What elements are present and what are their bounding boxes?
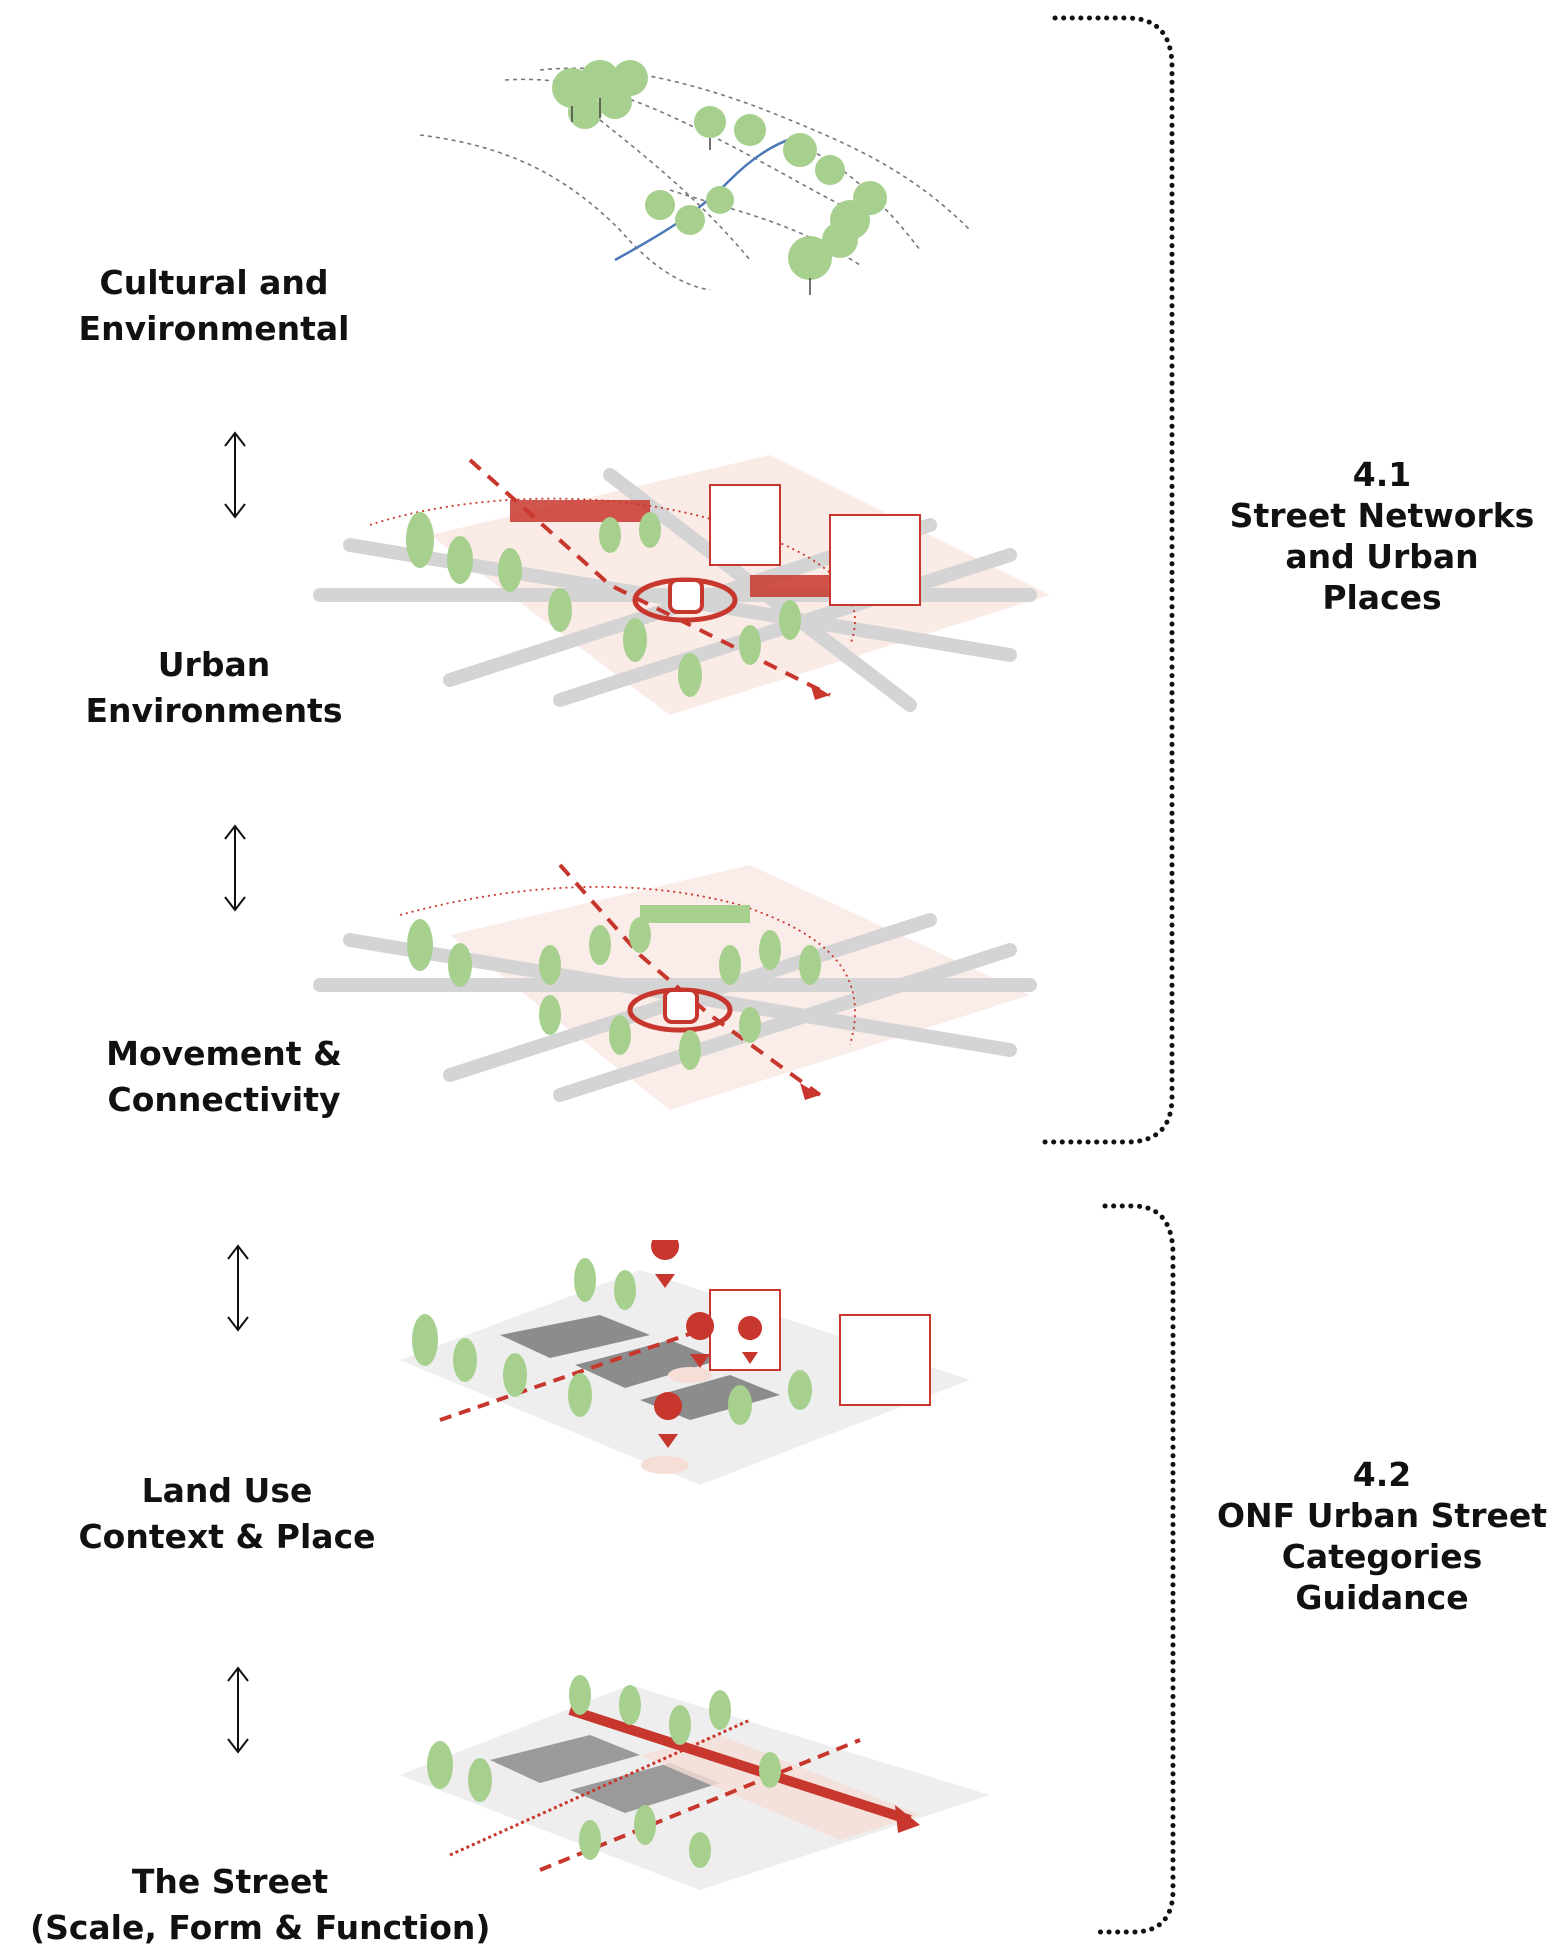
section-title-line: Places: [1322, 578, 1442, 617]
layer-label-line: Environmental: [78, 309, 350, 348]
section-number: 4.1: [1352, 455, 1412, 494]
layer-label-line: Cultural and: [99, 263, 329, 302]
landscape-illustration: [419, 60, 971, 295]
section-bracket-4-1: [1037, 15, 1175, 1145]
double-arrow-icon: [224, 824, 246, 912]
layer-label-street: The Street (Scale, Form & Function): [30, 1859, 491, 1951]
tree-icon: [427, 1675, 781, 1868]
land-use-illustration: [400, 1240, 970, 1485]
layer-label-line: Connectivity: [107, 1080, 341, 1119]
double-arrow-icon: [224, 431, 246, 519]
layer-label-line: Land Use: [141, 1471, 313, 1510]
movement-illustration: [313, 863, 1037, 1110]
location-pin-icon: [651, 1240, 763, 1448]
train-icon: [663, 988, 699, 1024]
double-arrow-icon: [227, 1244, 249, 1332]
layer-label-line: Movement &: [106, 1034, 342, 1073]
layer-label-line: Context & Place: [78, 1517, 376, 1556]
section-label-4-2: 4.2 ONF Urban Street Categories Guidance: [1217, 1454, 1547, 1618]
layer-label-line: The Street: [131, 1862, 329, 1901]
layer-label-line: (Scale, Form & Function): [30, 1908, 491, 1947]
section-bracket-4-2: [1095, 1203, 1176, 1935]
tree-icon: [406, 512, 801, 697]
layer-label-line: Environments: [85, 691, 343, 730]
section-title-line: Street Networks: [1229, 496, 1535, 535]
section-title-line: and Urban: [1285, 537, 1479, 576]
layer-label-urban: Urban Environments: [14, 642, 414, 734]
layer-label-movement: Movement & Connectivity: [24, 1031, 424, 1123]
tree-icon: [412, 1258, 812, 1425]
section-title-line: ONF Urban Street: [1217, 1496, 1547, 1535]
urban-environments-illustration: [313, 455, 1050, 715]
tree-icon: [552, 60, 887, 280]
section-label-4-1: 4.1 Street Networks and Urban Places: [1217, 454, 1547, 618]
layer-label-cultural: Cultural and Environmental: [14, 260, 414, 352]
train-icon: [668, 578, 704, 614]
layer-label-landuse: Land Use Context & Place: [27, 1468, 427, 1560]
section-title-line: Guidance: [1295, 1578, 1469, 1617]
layer-label-line: Urban: [157, 645, 271, 684]
section-number: 4.2: [1352, 1455, 1412, 1494]
section-title-line: Categories: [1281, 1537, 1483, 1576]
street-illustration: [400, 1675, 990, 1890]
double-arrow-icon: [227, 1666, 249, 1754]
tree-icon: [407, 917, 821, 1070]
